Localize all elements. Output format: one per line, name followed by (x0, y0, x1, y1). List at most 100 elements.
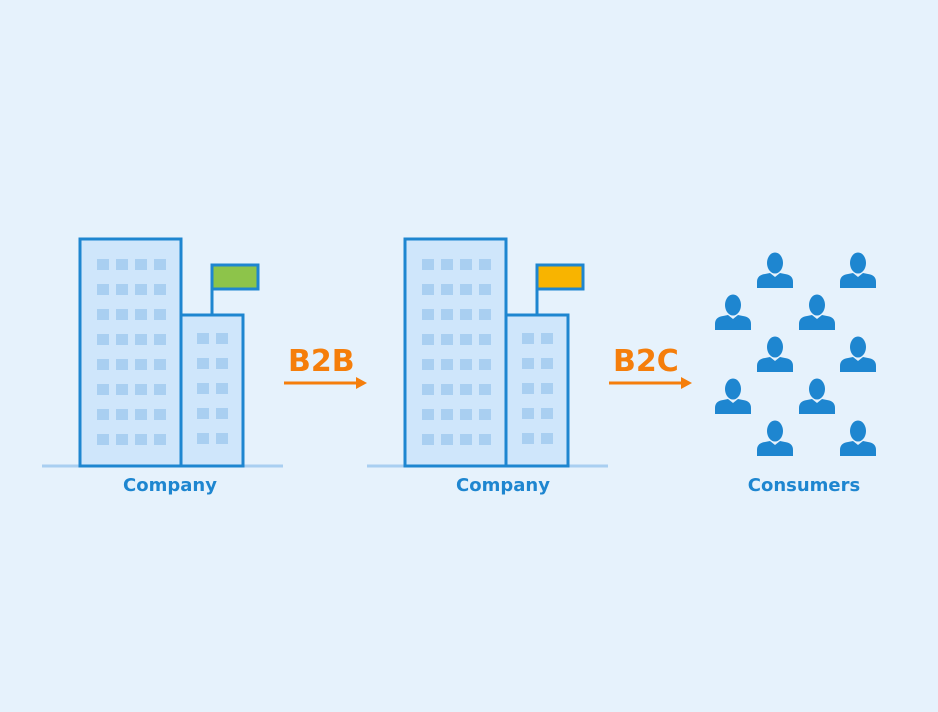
window (441, 359, 453, 370)
window (97, 259, 109, 270)
window (116, 359, 128, 370)
window (135, 284, 147, 295)
window (460, 309, 472, 320)
window (541, 383, 553, 394)
window (479, 259, 491, 270)
window (479, 359, 491, 370)
window (479, 334, 491, 345)
person-icon (840, 336, 876, 372)
window (135, 359, 147, 370)
window (479, 284, 491, 295)
office-building-icon (403, 237, 570, 468)
window (116, 434, 128, 445)
window (154, 434, 166, 445)
window (97, 284, 109, 295)
window (154, 384, 166, 395)
window (441, 434, 453, 445)
window (422, 259, 434, 270)
window (541, 433, 553, 444)
window (216, 333, 228, 344)
window (97, 384, 109, 395)
window (154, 359, 166, 370)
window (97, 434, 109, 445)
window (97, 409, 109, 420)
window (441, 409, 453, 420)
window (135, 259, 147, 270)
window (216, 408, 228, 419)
window (116, 334, 128, 345)
window (116, 409, 128, 420)
window (154, 259, 166, 270)
window (441, 284, 453, 295)
company-left-label: Company (123, 475, 217, 496)
building-windows (422, 259, 491, 445)
person-icon (757, 252, 793, 288)
window (216, 433, 228, 444)
window (197, 383, 209, 394)
window (460, 384, 472, 395)
window (422, 409, 434, 420)
window (216, 358, 228, 369)
window (460, 259, 472, 270)
window (522, 333, 534, 344)
window (460, 359, 472, 370)
person-icon (799, 378, 835, 414)
window (154, 284, 166, 295)
window (116, 259, 128, 270)
window (441, 334, 453, 345)
office-building-icon (78, 237, 245, 468)
window (135, 434, 147, 445)
window (154, 409, 166, 420)
person-icon (715, 378, 751, 414)
person-icon (757, 420, 793, 456)
company-right-label: Company (456, 475, 550, 496)
window (479, 309, 491, 320)
arrow-right-icon (609, 377, 692, 389)
window (197, 433, 209, 444)
building-windows (97, 259, 166, 445)
window (541, 408, 553, 419)
window (422, 309, 434, 320)
window (135, 334, 147, 345)
company-right-group (367, 237, 608, 468)
window (116, 384, 128, 395)
arrow-right-icon (284, 377, 367, 389)
window (197, 408, 209, 419)
window (460, 409, 472, 420)
window (541, 333, 553, 344)
window (479, 434, 491, 445)
window (422, 334, 434, 345)
consumers-group (715, 252, 876, 456)
window (422, 284, 434, 295)
window (154, 334, 166, 345)
window (197, 358, 209, 369)
building-windows (522, 333, 553, 444)
flag-icon (210, 263, 260, 315)
window (197, 333, 209, 344)
window (522, 433, 534, 444)
window (154, 309, 166, 320)
window (97, 334, 109, 345)
window (441, 259, 453, 270)
window (479, 384, 491, 395)
flag-icon (535, 263, 585, 315)
window (522, 408, 534, 419)
window (460, 334, 472, 345)
window (460, 284, 472, 295)
window (116, 309, 128, 320)
b2b-label: B2B (288, 344, 355, 379)
person-icon (840, 252, 876, 288)
window (522, 358, 534, 369)
window (422, 434, 434, 445)
window (135, 409, 147, 420)
window (422, 384, 434, 395)
person-icon (715, 294, 751, 330)
person-icon (840, 420, 876, 456)
window (116, 284, 128, 295)
building-windows (197, 333, 228, 444)
window (216, 383, 228, 394)
window (441, 309, 453, 320)
window (135, 384, 147, 395)
